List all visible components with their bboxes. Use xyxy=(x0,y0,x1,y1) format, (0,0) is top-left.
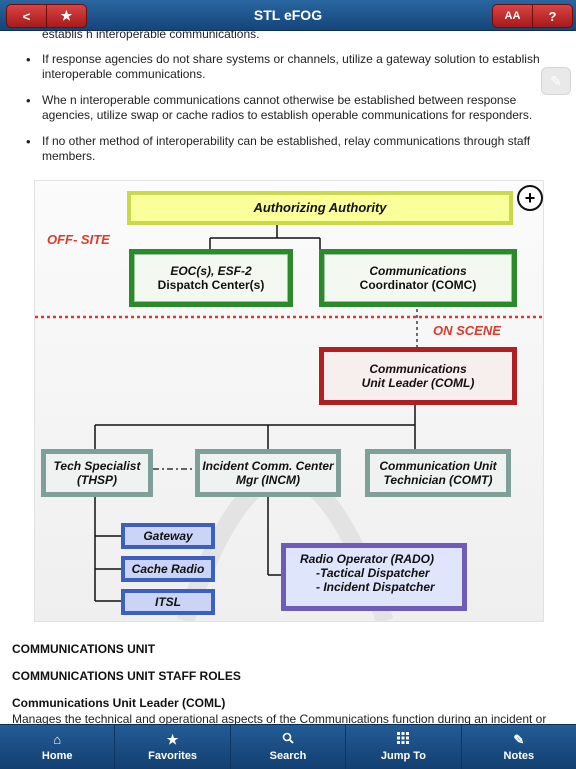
star-icon: ★ xyxy=(60,8,73,23)
comt-box: Communication Unit Technician (COMT) xyxy=(365,449,511,497)
help-icon: ? xyxy=(548,8,557,24)
eoc-dispatch-box: EOC(s), ESF-2 Dispatch Center(s) xyxy=(129,249,293,307)
help-button[interactable]: ? xyxy=(532,5,572,27)
pencil-icon: ✎ xyxy=(550,72,562,89)
search-icon xyxy=(282,732,294,747)
cache-radio-label: Cache Radio xyxy=(131,562,205,576)
tab-label: Search xyxy=(269,750,307,762)
list-item: Whe n interoperable communications canno… xyxy=(24,93,546,123)
rado-line2: -Tactical Dispatcher xyxy=(316,566,430,580)
tab-label: Favorites xyxy=(148,750,198,762)
tab-home[interactable]: ⌂ Home xyxy=(0,725,114,769)
thsp-line1: Tech Specialist xyxy=(53,459,141,473)
itsl-label: ITSL xyxy=(155,595,181,609)
tab-label: Notes xyxy=(503,750,535,762)
section-heading: COMMUNICATIONS UNIT xyxy=(12,642,156,656)
comt-line1: Communication Unit xyxy=(379,459,497,473)
authorizing-authority-box: Authorizing Authority xyxy=(127,191,513,225)
tab-favorites[interactable]: ★ Favorites xyxy=(114,725,229,769)
font-size-icon: AA xyxy=(504,10,521,22)
incm-line1: Incident Comm. Center xyxy=(202,459,334,473)
comt-line2: Technician (COMT) xyxy=(383,473,493,487)
cache-radio-box: Cache Radio xyxy=(121,556,215,582)
back-chevron-icon: < xyxy=(22,8,31,24)
thsp-line2: (THSP) xyxy=(77,473,117,487)
tab-label: Home xyxy=(41,750,73,762)
rado-line1: Radio Operator (RADO) xyxy=(300,552,435,566)
bullet-list: If response agencies do not share system… xyxy=(24,52,546,175)
thsp-box: Tech Specialist (THSP) xyxy=(41,449,153,497)
right-button-group: AA ? xyxy=(492,4,573,28)
bottom-tab-bar: ⌂ Home ★ Favorites Search Jump To ✎ Note… xyxy=(0,724,576,769)
gateway-box: Gateway xyxy=(121,523,215,549)
section-heading: COMMUNICATIONS UNIT STAFF ROLES xyxy=(12,669,241,683)
incm-box: Incident Comm. Center Mgr (INCM) xyxy=(195,449,341,497)
comc-box: Communications Coordinator (COMC) xyxy=(319,249,517,307)
rado-line3: - Incident Dispatcher xyxy=(316,580,435,594)
tab-notes[interactable]: ✎ Notes xyxy=(460,725,576,769)
comc-line1: Communications xyxy=(369,264,467,278)
list-item: If response agencies do not share system… xyxy=(24,52,546,82)
text-fragment: establis h interoperable communications. xyxy=(42,30,260,41)
section-heading: Communications Unit Leader (COML) xyxy=(12,696,226,710)
favorite-button[interactable]: ★ xyxy=(46,5,86,27)
plus-icon: + xyxy=(524,188,536,208)
tab-label: Jump To xyxy=(380,750,426,762)
page-title: STL eFOG xyxy=(253,7,323,23)
top-navigation-bar: STL eFOG < ★ AA ? xyxy=(0,0,576,31)
back-button[interactable]: < xyxy=(7,5,46,27)
authorizing-authority-label: Authorizing Authority xyxy=(253,200,387,215)
incm-line2: Mgr (INCM) xyxy=(236,473,300,487)
comc-line2: Coordinator (COMC) xyxy=(359,278,477,292)
coml-line1: Communications xyxy=(369,362,467,376)
edit-note-button[interactable]: ✎ xyxy=(541,67,571,95)
tab-search[interactable]: Search xyxy=(229,725,345,769)
content-area[interactable]: establis h interoperable communications.… xyxy=(0,30,576,724)
grid-icon xyxy=(397,732,410,747)
on-scene-label: ON SCENE xyxy=(433,323,501,338)
list-item: If no other method of interoperability c… xyxy=(24,134,546,164)
eoc-line1: EOC(s), ESF-2 xyxy=(170,264,252,278)
coml-box: Communications Unit Leader (COML) xyxy=(319,347,517,405)
tab-jump-to[interactable]: Jump To xyxy=(345,725,460,769)
font-size-button[interactable]: AA xyxy=(493,5,532,27)
org-chart-diagram: Authorizing Authority + OFF- SITE EOC(s)… xyxy=(34,180,544,622)
rado-box: Radio Operator (RADO) -Tactical Dispatch… xyxy=(281,543,467,611)
gateway-label: Gateway xyxy=(143,529,193,543)
off-site-label: OFF- SITE xyxy=(47,232,110,247)
section-description: Manages the technical and operational as… xyxy=(12,712,547,724)
itsl-box: ITSL xyxy=(121,589,215,615)
home-icon: ⌂ xyxy=(53,732,62,747)
zoom-plus-button[interactable]: + xyxy=(517,185,543,211)
coml-line2: Unit Leader (COML) xyxy=(361,376,475,390)
eoc-line2: Dispatch Center(s) xyxy=(157,278,265,292)
left-button-group: < ★ xyxy=(6,4,87,28)
pencil-icon: ✎ xyxy=(513,732,525,747)
star-icon: ★ xyxy=(166,732,179,747)
